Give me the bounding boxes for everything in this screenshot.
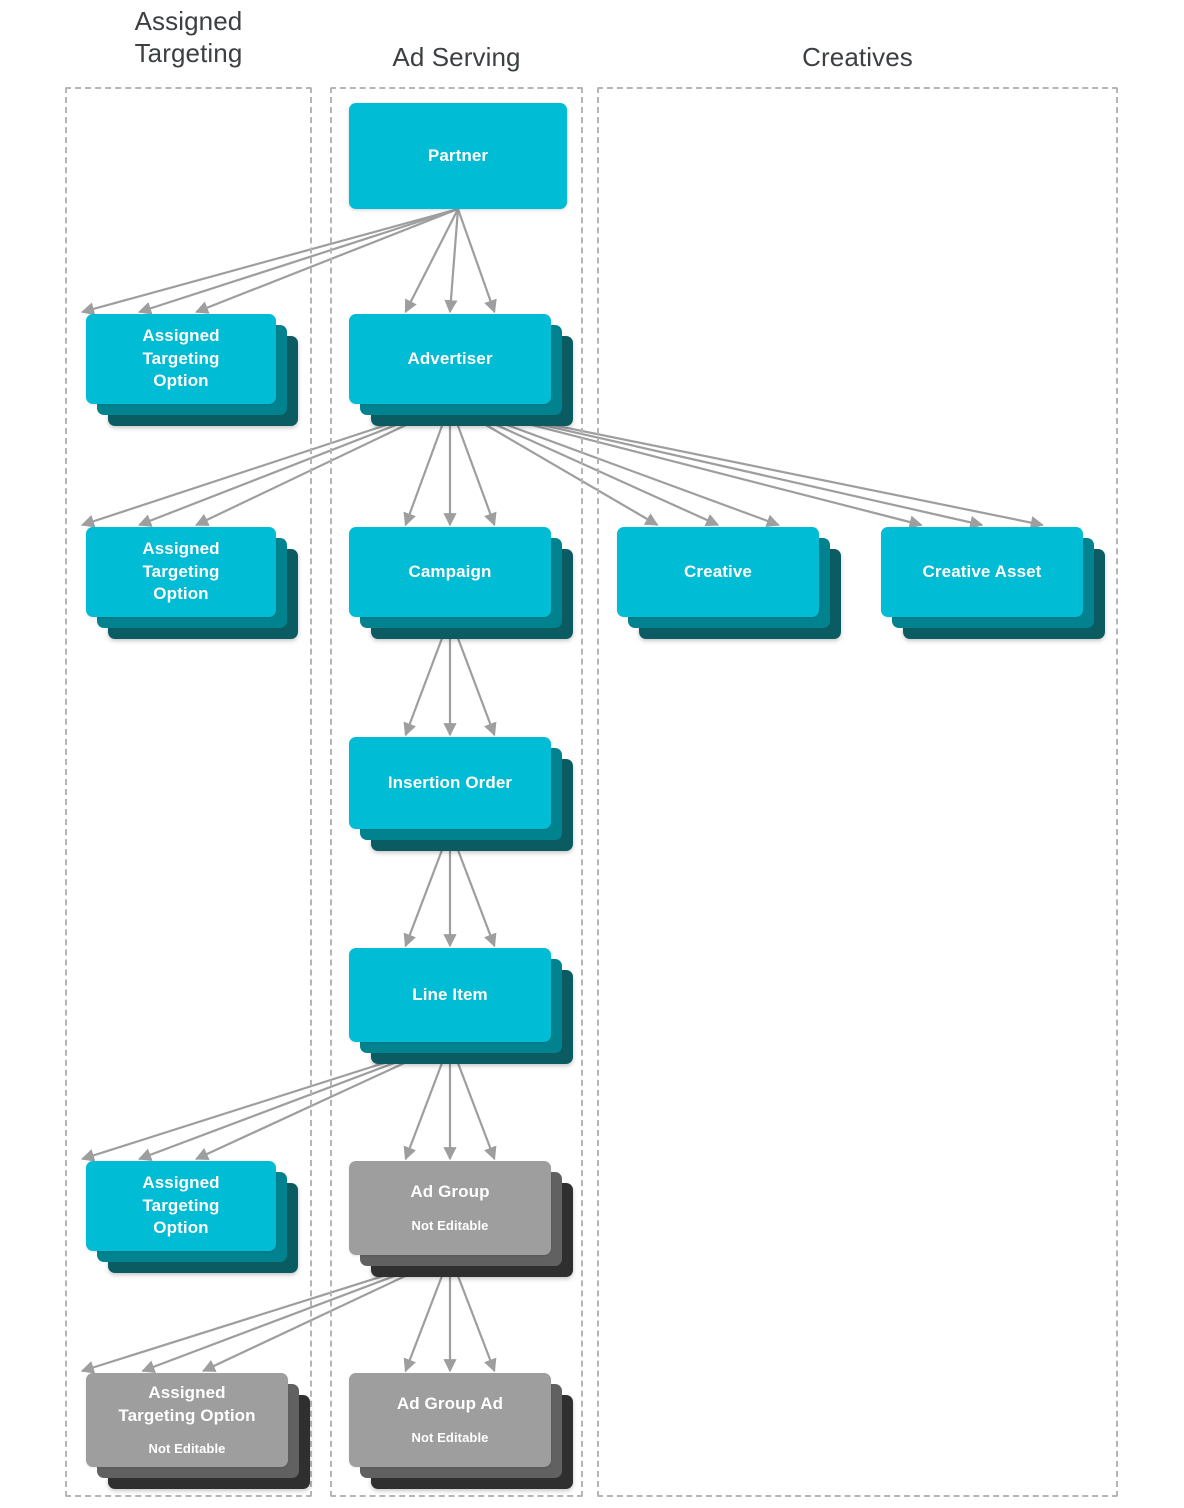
node-title: Ad Group Ad — [396, 1394, 504, 1414]
node-title: Ad Group — [410, 1182, 490, 1202]
node-title: Advertiser — [407, 348, 493, 368]
node-title: Insertion Order — [387, 772, 513, 792]
node-creative-asset[interactable]: Creative Asset — [881, 527, 1107, 641]
node-card[interactable]: Campaign — [349, 527, 551, 617]
assigned-targeting-column — [65, 87, 312, 1497]
column-header: Creatives — [802, 42, 913, 72]
node-card[interactable]: Advertiser — [349, 314, 551, 404]
node-card[interactable]: Insertion Order — [349, 737, 551, 829]
node-card[interactable]: Creative Asset — [881, 527, 1083, 617]
creatives-column — [597, 87, 1118, 1497]
node-insertion-order[interactable]: Insertion Order — [349, 737, 575, 853]
node-subtitle: Not Editable — [411, 1429, 489, 1445]
node-card[interactable]: Partner — [349, 103, 567, 209]
column-header: Ad Serving — [392, 42, 521, 72]
node-ad-group-ad[interactable]: Ad Group Ad Not Editable — [349, 1373, 575, 1491]
ad-serving-column — [330, 87, 583, 1497]
node-card[interactable]: Creative — [617, 527, 819, 617]
node-creative[interactable]: Creative — [617, 527, 843, 641]
node-title: Partner — [427, 145, 489, 165]
node-title: Campaign — [408, 561, 492, 581]
node-card[interactable]: Line Item — [349, 948, 551, 1042]
node-subtitle: Not Editable — [148, 1440, 226, 1456]
node-advertiser[interactable]: Advertiser — [349, 314, 575, 428]
node-line-item[interactable]: Line Item — [349, 948, 575, 1066]
node-subtitle: Not Editable — [411, 1217, 489, 1233]
node-title: Creative Asset — [922, 561, 1042, 581]
node-card[interactable]: Ad Group Ad Not Editable — [349, 1373, 551, 1467]
node-partner[interactable]: Partner — [349, 103, 591, 233]
node-campaign[interactable]: Campaign — [349, 527, 575, 641]
node-title: Creative — [684, 561, 752, 581]
node-title: Line Item — [412, 984, 488, 1004]
